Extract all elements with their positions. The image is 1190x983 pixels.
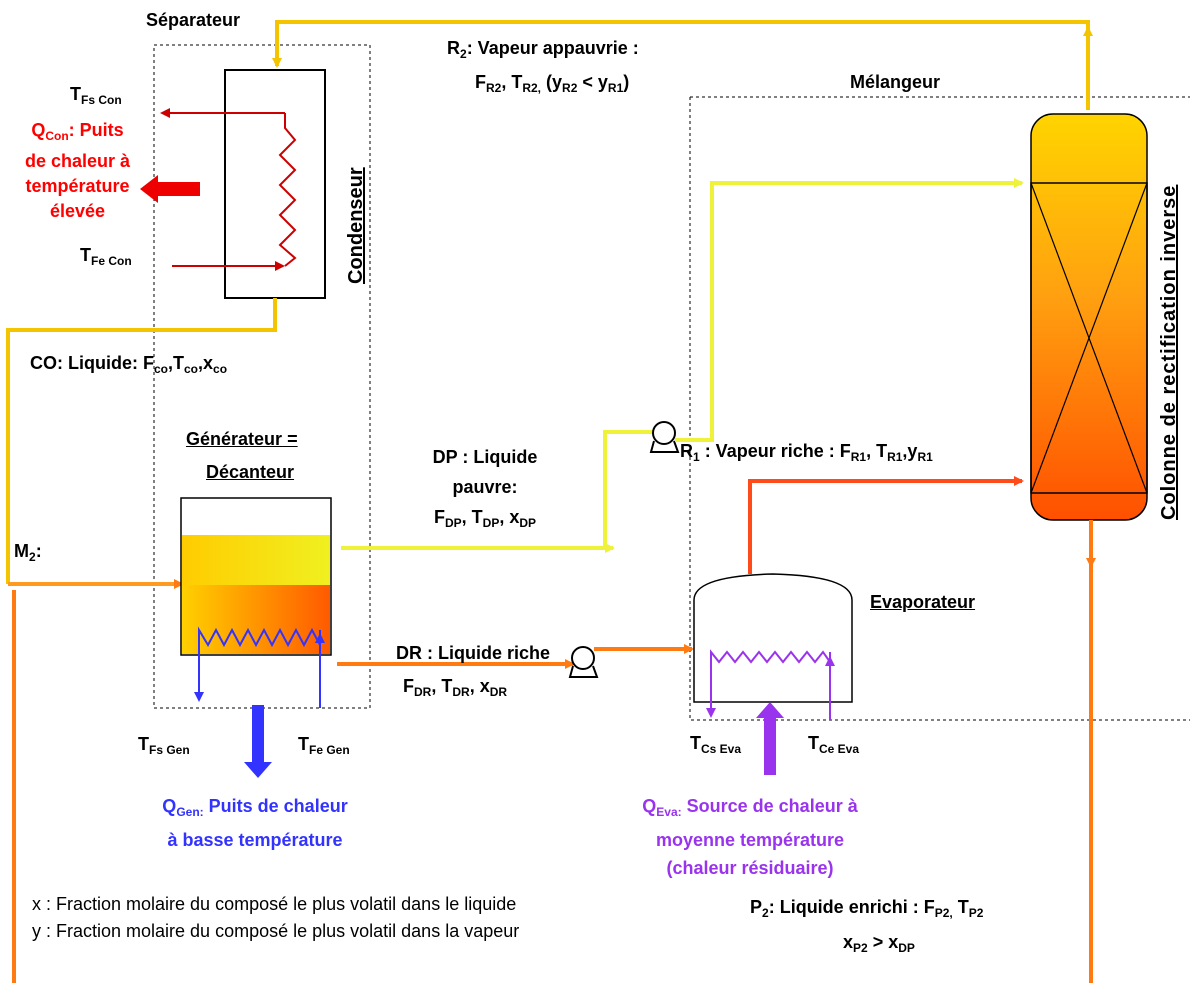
m2-label: M2:	[14, 541, 42, 564]
colonne-body	[1030, 113, 1148, 521]
tcs-eva-sub: Cs Eva	[701, 742, 742, 756]
condenseur-box	[224, 69, 326, 299]
co-label: CO: Liquide: Fco,Tco,xco	[30, 353, 228, 376]
qeva-label: QEva: Source de chaleur à moyenne tempér…	[580, 792, 920, 882]
tcs-eva-label: TCs Eva	[690, 733, 741, 756]
tfs-gen-t: T	[138, 734, 149, 754]
r1-sym: R	[680, 441, 693, 461]
tce-eva-label: TCe Eva	[808, 733, 859, 756]
dp-line2: pauvre:	[452, 477, 518, 497]
generateur-light-phase	[182, 535, 330, 585]
qgen-line2: à basse température	[167, 830, 343, 850]
co-liquid-line	[6, 298, 277, 584]
qeva-heat-arrow	[756, 702, 784, 775]
qcon-label: QCon: Puits de chaleur à température éle…	[10, 118, 145, 224]
dp-line3: FDP, TDP, xDP	[433, 507, 537, 530]
dr-label-2: FDR, TDR, xDR	[403, 676, 508, 699]
tcs-eva-t: T	[690, 733, 701, 753]
tfe-con-label: TFe Con	[80, 245, 132, 268]
co-text: CO: Liquide:	[30, 353, 143, 373]
note-y: y : Fraction molaire du composé le plus …	[32, 921, 520, 941]
qcon-text1: : Puits	[68, 120, 124, 140]
qeva-sub: Eva:	[656, 805, 682, 819]
r2-sym: R	[447, 38, 460, 58]
condenseur-label: Condenseur	[345, 167, 367, 284]
pump-bottom	[571, 646, 595, 670]
qcon-line4: élevée	[49, 201, 106, 221]
generateur-label-2: Décanteur	[206, 462, 295, 482]
evaporateur-coil	[710, 649, 831, 710]
tfs-con-t: T	[70, 84, 81, 104]
tfe-gen-t: T	[298, 734, 309, 754]
m2-sub: 2	[29, 550, 36, 564]
r2-vapor-line	[272, 20, 1090, 110]
p2-text: : Liquide enrichi :	[768, 897, 924, 917]
tfs-con-sub: Fs Con	[81, 93, 122, 107]
dp-label: DP : Liquide pauvre: FDP, TDP, xDP	[400, 442, 570, 538]
qgen-label: QGen: Puits de chaleur à basse températu…	[100, 792, 410, 854]
p2-sub: 2	[762, 906, 769, 920]
qeva-text1: Source de chaleur à	[681, 796, 858, 816]
colonne-packing	[1030, 182, 1148, 494]
r2-label-line1: R2: Vapeur appauvrie :	[447, 38, 639, 61]
pump-top-base	[649, 440, 680, 453]
qcon-line3: température	[25, 176, 130, 196]
qeva-q: Q	[642, 796, 657, 816]
r1-vapor-line	[748, 476, 1024, 574]
qgen-text1: Puits de chaleur	[203, 796, 348, 816]
r1-sub: 1	[693, 450, 700, 464]
gen-eq: =	[287, 429, 298, 449]
qgen-heat-arrow	[244, 705, 272, 778]
generateur-label-1: Générateur =	[186, 429, 298, 450]
qcon-heat-arrow	[140, 175, 200, 203]
p2-label-1: P2: Liquide enrichi : FP2, TP2	[750, 897, 984, 920]
tfs-con-label: TFs Con	[70, 84, 122, 107]
condenseur-coil	[278, 113, 297, 267]
evaporateur-label: Evaporateur	[870, 592, 976, 612]
qgen-q: Q	[162, 796, 177, 816]
tfs-gen-sub: Fs Gen	[149, 743, 190, 757]
m2-sym: M	[14, 541, 29, 561]
tce-eva-t: T	[808, 733, 819, 753]
dp-riser-line	[603, 430, 655, 548]
separateur-label: Séparateur	[146, 10, 241, 30]
tfe-gen-sub: Fe Gen	[309, 743, 350, 757]
tfe-con-sub: Fe Con	[91, 254, 132, 268]
m2-colon: :	[35, 541, 42, 561]
qcon-line2: de chaleur à	[24, 151, 131, 171]
qgen-line1: QGen: Puits de chaleur	[100, 792, 410, 826]
p2-label-2: xP2 > xDP	[843, 932, 915, 955]
tfe-con-t: T	[80, 245, 91, 265]
melangeur-boundary	[689, 96, 1190, 721]
pump-bottom-base	[568, 665, 599, 678]
generateur-coil	[198, 626, 321, 700]
r1-text: : Vapeur riche :	[699, 441, 840, 461]
qeva-line1: QEva: Source de chaleur à	[580, 792, 920, 826]
r1-label: R1 : Vapeur riche : FR1, TR1,yR1	[680, 441, 933, 464]
evaporateur-body	[693, 573, 853, 703]
dr-label-1: DR : Liquide riche	[396, 643, 551, 663]
qcon-line1: QCon: Puits	[10, 118, 145, 149]
tce-eva-sub: Ce Eva	[819, 742, 860, 756]
colonne-label: Colonne de rectification inverse	[1158, 184, 1180, 520]
pump-to-column-line	[675, 178, 1024, 442]
r2-text: : Vapeur appauvrie :	[466, 38, 639, 58]
r2-sub: 2	[460, 47, 467, 61]
tfe-gen-label: TFe Gen	[298, 734, 350, 757]
note-x: x : Fraction molaire du composé le plus …	[32, 894, 517, 914]
tfs-gen-label: TFs Gen	[138, 734, 190, 757]
dp-line1: DP : Liquide	[432, 447, 538, 467]
p2-sym: P	[750, 897, 763, 917]
qgen-sub: Gen:	[176, 805, 204, 819]
qcon-q: Q	[31, 120, 46, 140]
qcon-sub: Con	[45, 129, 69, 143]
qeva-line2: moyenne température	[655, 830, 845, 850]
qeva-line3: (chaleur résiduaire)	[666, 858, 834, 878]
r2-label-line2: FR2, TR2, (yR2 < yR1)	[475, 72, 630, 95]
melangeur-label: Mélangeur	[850, 72, 941, 92]
colonne-cross-2	[1030, 182, 1148, 494]
pump-top	[652, 421, 676, 445]
gen-text1: Générateur	[186, 429, 283, 449]
